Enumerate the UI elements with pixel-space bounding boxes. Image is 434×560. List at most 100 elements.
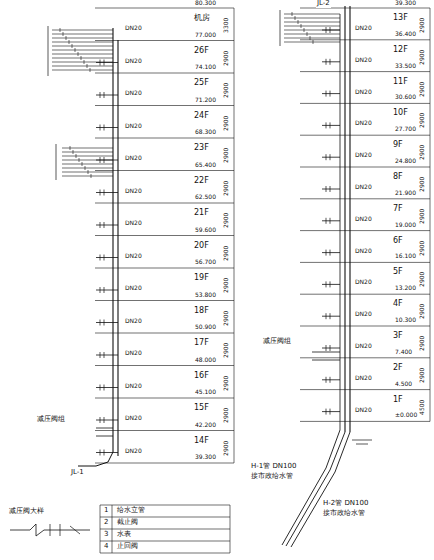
branch-pipe (52, 54, 113, 55)
valve-symbol (87, 64, 88, 68)
story-height: 3300 (223, 17, 230, 34)
valve-symbol (69, 40, 70, 44)
floor-name: 23F (193, 144, 210, 153)
valve-symbol (326, 186, 327, 192)
floor-name: 18F (193, 307, 210, 316)
story-height: 4500 (419, 398, 426, 415)
valve-symbol (100, 287, 101, 293)
floor-line (300, 230, 430, 231)
table-line (230, 505, 231, 553)
story-height: 2900 (223, 82, 230, 99)
pipe-size: DN20 (124, 155, 143, 162)
elevation-label: 27.700 (394, 126, 417, 133)
elevation-label: 39.300 (194, 454, 217, 461)
story-height: 2900 (223, 407, 230, 424)
branch-pipe (284, 14, 340, 15)
elevation-label: 21.900 (394, 190, 417, 197)
elevation-label: 56.700 (194, 259, 217, 266)
valve-symbol (330, 250, 331, 256)
pipe-size: DN20 (124, 415, 143, 422)
table-line (100, 505, 230, 506)
table-cell: 4 (103, 543, 109, 551)
story-height: 2900 (419, 207, 426, 224)
floor-line (300, 294, 430, 295)
pipe-size: DN20 (354, 216, 373, 223)
elevation-label: 59.600 (194, 227, 217, 234)
branch-pipe (322, 316, 340, 317)
pipe-size: DN20 (354, 343, 373, 350)
branch-pipe (312, 360, 340, 361)
floor-line (300, 389, 430, 390)
valve-symbol (330, 409, 331, 415)
valve-symbol (104, 92, 105, 98)
valve-symbol (82, 162, 83, 166)
branch-pipe (284, 42, 340, 43)
table-line (112, 505, 113, 553)
elevation-label: 30.600 (394, 94, 417, 101)
story-height: 2900 (223, 244, 230, 261)
valve-symbol (313, 40, 314, 44)
valve-symbol (90, 68, 91, 72)
floor-line (300, 39, 430, 40)
valve-symbol (63, 32, 64, 36)
elevation-label: 39.300 (394, 0, 417, 7)
valve-symbol (330, 59, 331, 65)
elevation-label: 74.100 (194, 64, 217, 71)
story-height: 2900 (223, 277, 230, 294)
branch-pipe (322, 157, 340, 158)
riser-pipe (117, 40, 118, 456)
table-cell: 1 (103, 507, 109, 515)
floor-name: 8F (392, 173, 404, 182)
floor-line (95, 203, 234, 204)
floor-name: 2F (392, 364, 404, 373)
valve-symbol (330, 313, 331, 319)
valve-symbol (73, 150, 74, 154)
story-height: 2900 (223, 147, 230, 164)
elevation-label: 65.400 (194, 162, 217, 169)
table-cell: 2 (103, 519, 109, 527)
riser-pipe (340, 14, 341, 430)
valve-symbol (100, 255, 101, 261)
floor-line (95, 398, 234, 399)
pipe-size: DN20 (124, 285, 143, 292)
riser-pipe (78, 452, 113, 466)
story-height: 2900 (419, 48, 426, 65)
elevation-label: 10.300 (394, 317, 417, 324)
valve-symbol (326, 345, 327, 351)
valve-symbol (100, 450, 101, 456)
floor-name: 7F (392, 205, 404, 214)
floor-line (95, 170, 234, 171)
story-height: 2900 (419, 176, 426, 193)
valve-symbol (60, 524, 61, 536)
valve-symbol (85, 166, 86, 170)
story-height: 2900 (223, 179, 230, 196)
table-line (100, 529, 230, 530)
valve-symbol (330, 154, 331, 160)
floor-name: 16F (193, 372, 210, 381)
story-height: 2900 (419, 366, 426, 383)
elevation-label: 80.300 (194, 0, 217, 7)
branch-pipe (62, 176, 113, 177)
valve-symbol (66, 36, 67, 40)
dimension-line (234, 8, 235, 463)
floor-line (95, 333, 234, 334)
valve-symbol (78, 52, 79, 56)
branch-pipe (322, 189, 340, 190)
header-pipe (56, 144, 57, 180)
valve-symbol (326, 91, 327, 97)
valve-symbol (100, 125, 101, 131)
branch-pipe (96, 452, 118, 453)
header-pipe (48, 26, 49, 76)
main-pipe (282, 430, 340, 545)
floor-line (300, 135, 430, 136)
branch-pipe (96, 387, 118, 388)
pipe-size: DN20 (124, 25, 143, 32)
valve-symbol (326, 409, 327, 415)
elevation-label: 16.100 (394, 253, 417, 260)
story-height: 2900 (223, 212, 230, 229)
valve-symbol (104, 190, 105, 196)
story-height: 2900 (419, 271, 426, 288)
pipe-size: DN20 (354, 375, 373, 382)
story-height: 2900 (223, 49, 230, 66)
elevation-label: 68.300 (194, 129, 217, 136)
